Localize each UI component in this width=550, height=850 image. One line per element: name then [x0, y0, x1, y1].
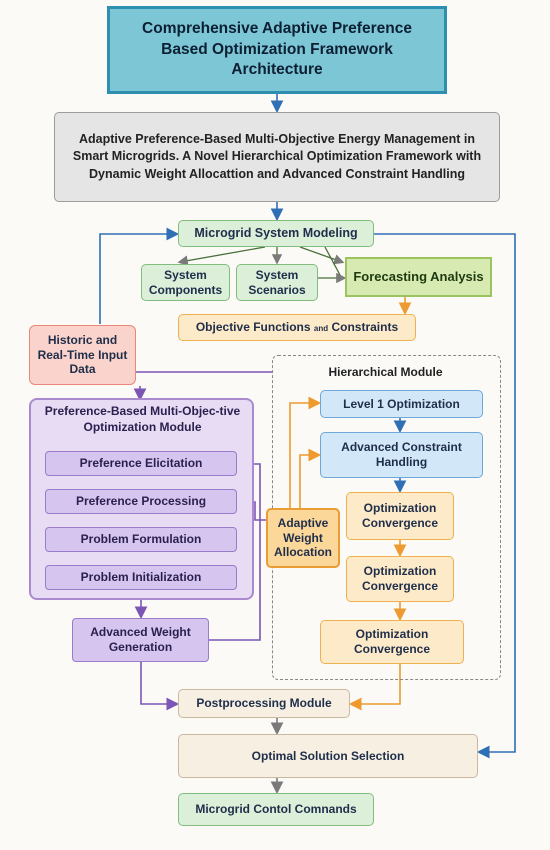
preference-processing-box: Preference Processing — [45, 489, 237, 514]
microgrid-system-modeling-box: Microgrid System Modeling — [178, 220, 374, 247]
arrow-weightgen-to-post — [140, 662, 180, 711]
branch-to-components — [177, 246, 266, 266]
constraints-label: Constraints — [331, 320, 399, 335]
hierarchical-module-title: Hierarchical Module — [328, 365, 443, 379]
advanced-weight-generation-label: Advanced Weight Generation — [90, 625, 191, 654]
arrow-modeling-to-optimal — [374, 233, 516, 759]
microgrid-system-modeling-label: Microgrid System Modeling — [194, 225, 358, 240]
branch-to-forecasting — [299, 246, 345, 265]
optimization-convergence-3-box: Optimization Convergence — [320, 620, 464, 664]
arrow-conv3-to-post — [348, 664, 401, 711]
advanced-constraint-handling-label: Advanced Constraint Handling — [341, 440, 462, 469]
objective-functions-text: Objective Functions and Constraints — [196, 320, 398, 335]
preference-module-title: Preference-Based Multi-Objec-tive Optimi… — [44, 404, 241, 434]
postprocessing-module-box: Postprocessing Module — [178, 689, 350, 718]
objective-functions-box: Objective Functions and Constraints — [178, 314, 416, 341]
input-data-label: Historic and Real-Time Input Data — [37, 333, 128, 377]
preference-elicitation-box: Preference Elicitation — [45, 451, 237, 476]
input-data-box: Historic and Real-Time Input Data — [29, 325, 136, 385]
postprocessing-module-label: Postprocessing Module — [196, 696, 332, 711]
forecasting-analysis-label: Forecasting Analysis — [353, 269, 484, 285]
optimization-convergence-2-box: Optimization Convergence — [346, 556, 454, 602]
advanced-constraint-handling-box: Advanced Constraint Handling — [320, 432, 483, 478]
optimization-convergence-1-box: Optimization Convergence — [346, 492, 454, 540]
optimal-solution-selection-label: Optimal Solution Selection — [251, 748, 405, 763]
system-components-box: System Components — [141, 264, 230, 301]
preference-processing-label: Preference Processing — [75, 494, 207, 509]
optimization-convergence-3-label: Optimization Convergence — [353, 627, 431, 656]
problem-initialization-label: Problem Initialization — [80, 570, 202, 585]
system-scenarios-label: System Scenarios — [248, 267, 306, 297]
system-components-label: System Components — [148, 267, 223, 297]
advanced-weight-generation-box: Advanced Weight Generation — [72, 618, 209, 662]
microgrid-control-commands-box: Microgrid Contol Comnands — [178, 793, 374, 826]
problem-formulation-label: Problem Formulation — [80, 532, 202, 547]
framework-title-text: Comprehensive Adaptive Preference Based … — [142, 19, 412, 79]
problem-formulation-box: Problem Formulation — [45, 527, 237, 552]
branch-cross — [324, 246, 341, 276]
optimal-solution-selection-box: Optimal Solution Selection — [178, 734, 478, 778]
microgrid-control-commands-label: Microgrid Contol Comnands — [195, 802, 357, 817]
arrow-adaptive-to-level1 — [289, 396, 322, 508]
objective-functions-label: Objective Functions — [195, 320, 311, 335]
level1-optimization-box: Level 1 Optimization — [320, 390, 483, 418]
paper-title-box: Adaptive Preference-Based Multi-Objectiv… — [54, 112, 500, 202]
forecasting-analysis-box: Forecasting Analysis — [345, 257, 492, 297]
arrow-adaptive-to-constraint — [299, 448, 322, 508]
framework-title: Comprehensive Adaptive Preference Based … — [107, 6, 447, 94]
adaptive-weight-allocation-box: Adaptive Weight Allocation — [266, 508, 340, 568]
optimization-convergence-2-label: Optimization Convergence — [361, 564, 439, 593]
arrow-input-to-modeling — [99, 227, 180, 324]
adaptive-weight-allocation-label: Adaptive Weight Allocation — [273, 516, 332, 560]
paper-title-text: Adaptive Preference-Based Multi-Objectiv… — [72, 132, 482, 181]
level1-optimization-label: Level 1 Optimization — [343, 396, 460, 411]
optimization-convergence-1-label: Optimization Convergence — [361, 501, 439, 530]
preference-elicitation-label: Preference Elicitation — [79, 456, 203, 471]
system-scenarios-box: System Scenarios — [236, 264, 318, 301]
objective-and-word: and — [313, 324, 329, 334]
problem-initialization-box: Problem Initialization — [45, 565, 237, 590]
